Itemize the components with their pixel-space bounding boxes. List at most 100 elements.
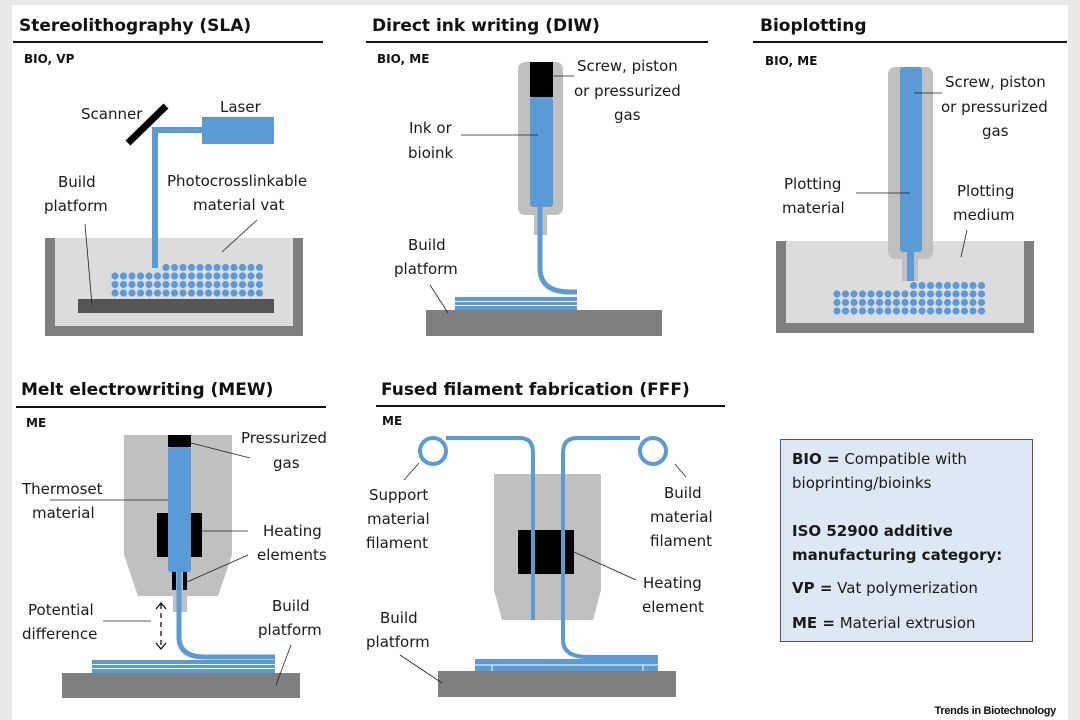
printed-dot [170, 272, 179, 280]
panel-bioplotting: Bioplotting BIO, ME Screw, piston or pre… [753, 16, 1067, 333]
legend-bio: BIO = Compatible with [792, 450, 967, 468]
diw-ink [530, 97, 553, 207]
printed-dot [858, 298, 867, 307]
diw-label-screw-2: or pressurized [574, 82, 681, 100]
printed-dot [952, 290, 960, 298]
diw-label-ink-2: bioink [408, 144, 454, 162]
printed-dot [943, 281, 952, 290]
bioplotting-label-med-2: medium [953, 206, 1015, 224]
mew-heater-left [157, 513, 168, 557]
printed-dot [162, 263, 170, 272]
printed-dot [179, 263, 187, 272]
printed-dot [909, 290, 918, 298]
printed-dot [204, 272, 213, 280]
printed-dot [969, 307, 977, 315]
printed-dot [255, 289, 264, 297]
printed-dot [128, 272, 136, 280]
mew-nozzle-heater-left [172, 572, 176, 590]
printed-dot [238, 289, 247, 297]
printed-dot [179, 272, 187, 280]
legend-me: ME = Material extrusion [792, 614, 976, 632]
printed-dot [969, 298, 977, 307]
fff-heating-element [518, 530, 574, 574]
journal-credit: Trends in Biotechnology [935, 705, 1058, 717]
printed-dot [221, 280, 230, 289]
printed-dot [867, 307, 875, 315]
printed-dot [179, 289, 187, 297]
mew-label-thermo-2: material [32, 504, 95, 522]
legend-bio-key: BIO = [792, 450, 840, 468]
mew-label-pot-2: difference [22, 625, 97, 643]
fff-build-filament [561, 436, 658, 659]
printed-dot [943, 298, 952, 307]
printed-dot [119, 272, 128, 280]
printed-dot [247, 280, 255, 289]
printed-dot [884, 298, 892, 307]
printed-dot [255, 263, 264, 272]
printed-dot [162, 280, 170, 289]
printed-dot [875, 298, 884, 307]
mew-leader-gas [190, 442, 251, 459]
printed-dot [187, 289, 196, 297]
sla-laser [202, 117, 274, 144]
printed-dot [230, 263, 238, 272]
printed-dot [255, 280, 264, 289]
printed-dot [111, 272, 119, 280]
fff-label-bm-3: filament [650, 532, 712, 550]
diw-filament [537, 207, 577, 295]
diw-label-screw-3: gas [614, 106, 641, 124]
printed-dot [136, 289, 145, 297]
printed-dot [145, 289, 153, 297]
printed-dot [833, 290, 841, 298]
printed-dot [841, 290, 850, 298]
fff-label-build-1: Build [380, 609, 418, 627]
printed-dot [119, 280, 128, 289]
bioplotting-label-screw-1: Screw, piston [945, 73, 1046, 91]
mew-label-gas-1: Pressurized [241, 429, 327, 447]
printed-dot [926, 307, 935, 315]
fff-category: ME [382, 414, 402, 428]
printed-dot [858, 307, 867, 315]
printed-dot [841, 298, 850, 307]
sla-build-platform [78, 299, 274, 313]
printed-dot [187, 263, 196, 272]
panel-mew: Melt electrowriting (MEW) ME Pressurized… [16, 380, 327, 698]
printed-dot [196, 280, 204, 289]
fff-label-bm-2: material [650, 508, 713, 526]
fff-label-sup-1: Support [369, 486, 428, 504]
printed-dot [901, 307, 909, 315]
sla-label-build-1: Build [58, 173, 96, 191]
diw-piston [530, 62, 553, 97]
mew-label-build-1: Build [272, 597, 310, 615]
fff-leader-heat [573, 551, 637, 581]
diw-category: BIO, ME [377, 52, 429, 66]
printed-dot [935, 290, 943, 298]
mew-heater-right [191, 513, 202, 557]
printed-dot [901, 298, 909, 307]
printed-dot [875, 307, 884, 315]
mew-label-pot-1: Potential [28, 601, 94, 619]
sla-label-vat-2: material vat [193, 196, 284, 214]
printed-dot [952, 281, 960, 290]
printed-dot [935, 281, 943, 290]
mew-label-gas-2: gas [273, 454, 300, 472]
printed-dot [884, 290, 892, 298]
fff-label-sup-2: material [367, 510, 430, 528]
legend-me-value: Material extrusion [835, 614, 976, 632]
bioplotting-label-screw-2: or pressurized [941, 98, 1048, 116]
sla-laser-beam [152, 127, 202, 268]
printed-dot [170, 289, 179, 297]
bioplotting-leader-med [960, 229, 968, 258]
printed-dot [909, 281, 918, 290]
printed-dot [230, 272, 238, 280]
printed-dot [230, 280, 238, 289]
printed-dot [969, 281, 977, 290]
panel-diw: Direct ink writing (DIW) BIO, ME Screw, … [366, 16, 708, 336]
bioplotting-label-med-1: Plotting [957, 182, 1014, 200]
fff-label-build-2: platform [366, 633, 430, 651]
printed-dot [247, 289, 255, 297]
printed-dot [128, 289, 136, 297]
fff-build-platform [438, 671, 676, 697]
bioplotting-category: BIO, ME [765, 54, 817, 68]
printed-dot [867, 298, 875, 307]
